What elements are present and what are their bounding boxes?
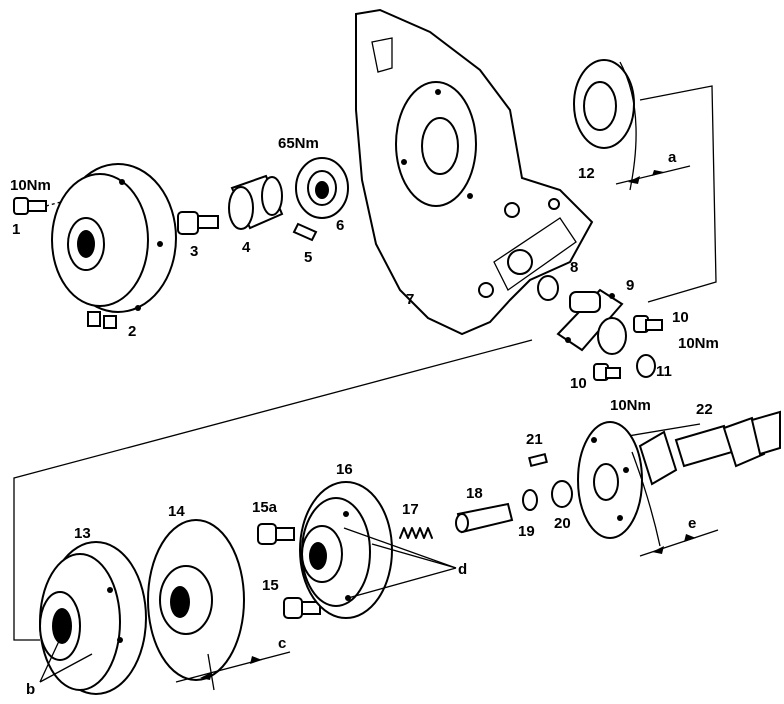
part-7-housing <box>355 8 594 336</box>
label-part-8: 8 <box>570 259 578 276</box>
part-15-bolts <box>257 523 321 619</box>
part-11-washer <box>636 354 656 378</box>
label-d: d <box>458 561 467 578</box>
label-part-9: 9 <box>626 277 634 294</box>
label-torque-10-right: 10Nm <box>678 335 719 352</box>
part-2-cover <box>51 163 177 329</box>
label-part-4: 4 <box>242 239 251 256</box>
label-part-1: 1 <box>12 221 20 238</box>
part-10-bolts <box>593 315 663 381</box>
part-9-flange <box>556 288 627 355</box>
label-dim-a: a <box>668 149 677 166</box>
label-part-13: 13 <box>74 525 91 542</box>
part-16-sprocket <box>299 481 393 619</box>
part-18-piston <box>455 502 514 534</box>
part-14-pulley <box>147 519 245 691</box>
label-part-14: 14 <box>168 503 185 520</box>
part-20-ring <box>551 480 573 508</box>
part-6-nut <box>295 157 349 219</box>
label-part-20: 20 <box>554 515 571 532</box>
label-torque-6: 65Nm <box>278 135 319 152</box>
label-part-21: 21 <box>526 431 543 448</box>
label-part-15a: 15a <box>252 499 278 516</box>
label-dim-c: c <box>278 635 286 652</box>
part-17-spring <box>399 527 433 539</box>
label-part-10-right: 10 <box>672 309 689 326</box>
label-part-12: 12 <box>578 165 595 182</box>
leader-lines <box>39 527 457 683</box>
part-1-bolt <box>13 185 121 215</box>
part-19-ring <box>522 489 538 511</box>
dimension-markers <box>175 165 719 683</box>
label-part-10-left: 10 <box>570 375 587 392</box>
label-part-7: 7 <box>406 291 414 308</box>
label-torque-1: 10Nm <box>10 177 51 194</box>
part-13-damper <box>39 541 147 695</box>
label-part-17: 17 <box>402 501 419 518</box>
part-21-dowel <box>528 452 548 468</box>
part-5-pin <box>292 222 318 242</box>
part-12-seal <box>573 59 637 191</box>
part-3-bolt <box>177 211 219 235</box>
part-4-sleeve <box>228 174 284 230</box>
label-dim-e: e <box>688 515 696 532</box>
label-torque-10-left: 10Nm <box>610 397 651 414</box>
label-part-22: 22 <box>696 401 713 418</box>
label-part-19: 19 <box>518 523 535 540</box>
part-22-crankshaft <box>577 410 781 547</box>
label-part-6: 6 <box>336 217 344 234</box>
label-part-16: 16 <box>336 461 353 478</box>
label-part-5: 5 <box>304 249 312 266</box>
part-8-o-ring <box>537 275 559 301</box>
label-b: b <box>26 681 35 698</box>
label-part-15: 15 <box>262 577 279 594</box>
label-part-11: 11 <box>656 363 672 380</box>
label-part-3: 3 <box>190 243 198 260</box>
label-part-18: 18 <box>466 485 483 502</box>
label-part-2: 2 <box>128 323 136 340</box>
